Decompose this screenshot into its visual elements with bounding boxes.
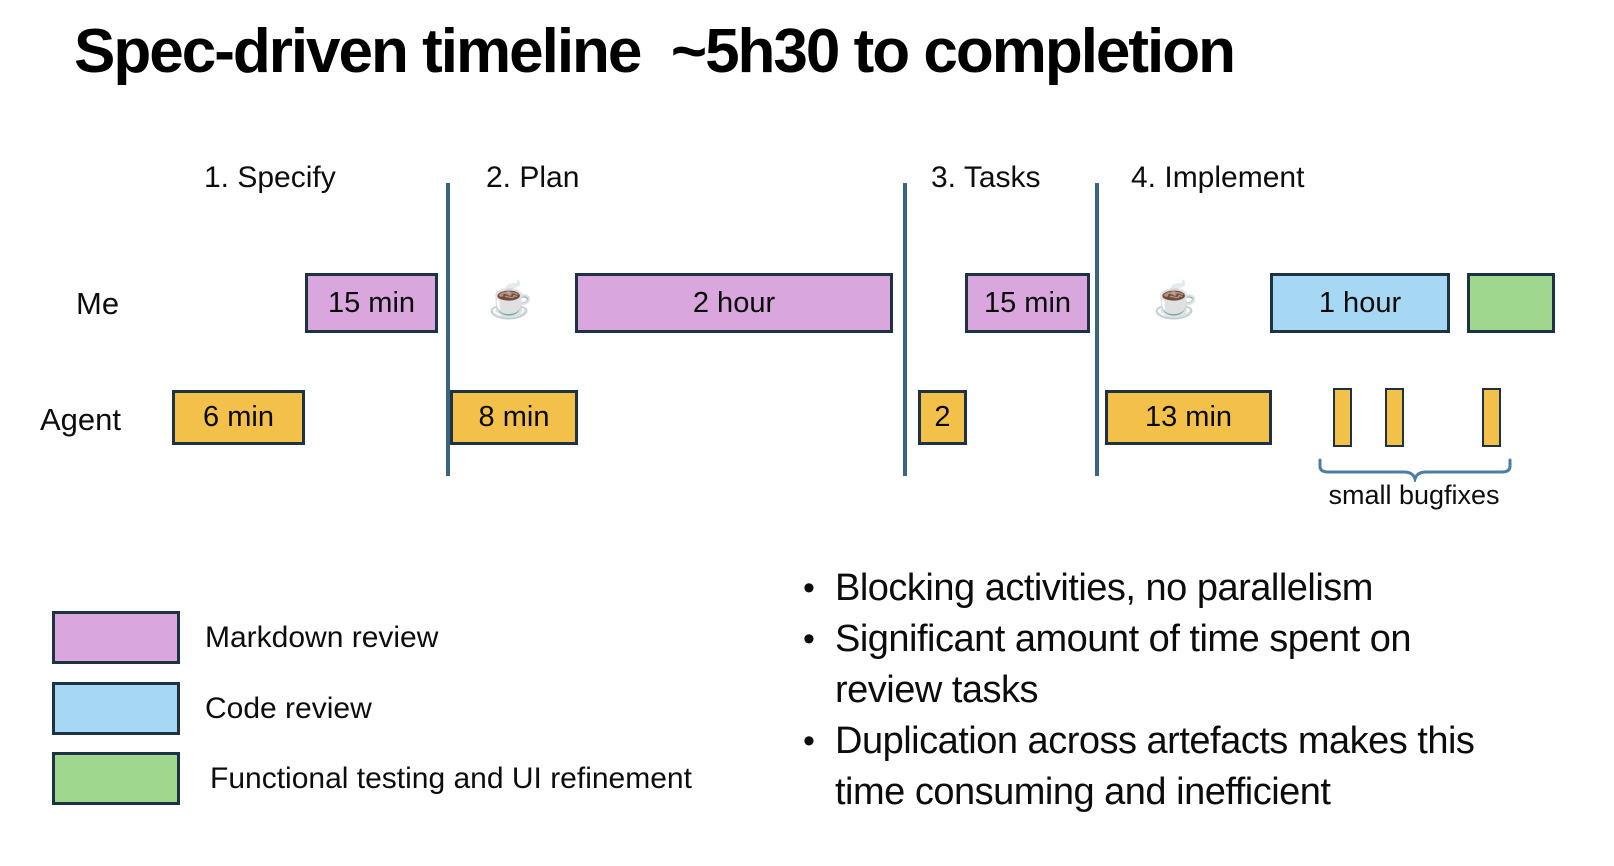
legend-label-code-review: Code review [205, 691, 372, 725]
legend-swatch-markdown-review [52, 611, 180, 664]
phase-label-implement: 4. Implement [1131, 161, 1305, 194]
row-label-agent: Agent [40, 402, 122, 437]
note-item: Blocking activities, no parallelism [776, 563, 1492, 614]
timeline-bar-agent-plan: 8 min [450, 390, 578, 445]
phase-divider [903, 183, 907, 476]
phase-divider [446, 183, 450, 476]
phase-label-specify: 1. Specify [204, 161, 336, 194]
timeline-bar-functional-testing [1467, 273, 1555, 333]
bugfix-bar [1385, 388, 1404, 447]
slide-title: Spec-driven timeline ~5h30 to completion [74, 17, 1236, 86]
timeline-bar-agent-implement: 13 min [1105, 390, 1272, 445]
coffee-icon: ☕ [1153, 279, 1198, 320]
note-item: Duplication across artefacts makes this … [776, 716, 1492, 818]
timeline-bar-code-review: 1 hour [1270, 273, 1450, 333]
timeline-bar-agent-tasks: 2 [918, 390, 967, 445]
coffee-icon: ☕ [488, 279, 533, 320]
note-item: Significant amount of time spent on revi… [776, 614, 1492, 716]
legend-swatch-code-review [52, 682, 180, 735]
bugfix-bar [1333, 388, 1352, 447]
notes-list: Blocking activities, no parallelism Sign… [776, 563, 1492, 818]
timeline-bar-tasks-review: 15 min [965, 273, 1090, 333]
phase-divider [1095, 183, 1099, 476]
legend-swatch-functional-testing [52, 752, 180, 805]
row-label-me: Me [76, 286, 120, 321]
timeline-bar-specify-review: 15 min [305, 273, 438, 333]
timeline-bar-agent-specify: 6 min [172, 390, 305, 445]
legend-label-functional-testing: Functional testing and UI refinement [210, 761, 692, 795]
bugfix-bar [1482, 388, 1501, 447]
timeline-bar-plan-review: 2 hour [575, 273, 893, 333]
phase-label-tasks: 3. Tasks [931, 161, 1041, 194]
bugfix-caption: small bugfixes [1328, 480, 1500, 510]
legend-label-markdown-review: Markdown review [205, 620, 439, 654]
bugfix-bracket [1318, 458, 1512, 482]
phase-label-plan: 2. Plan [486, 161, 580, 194]
